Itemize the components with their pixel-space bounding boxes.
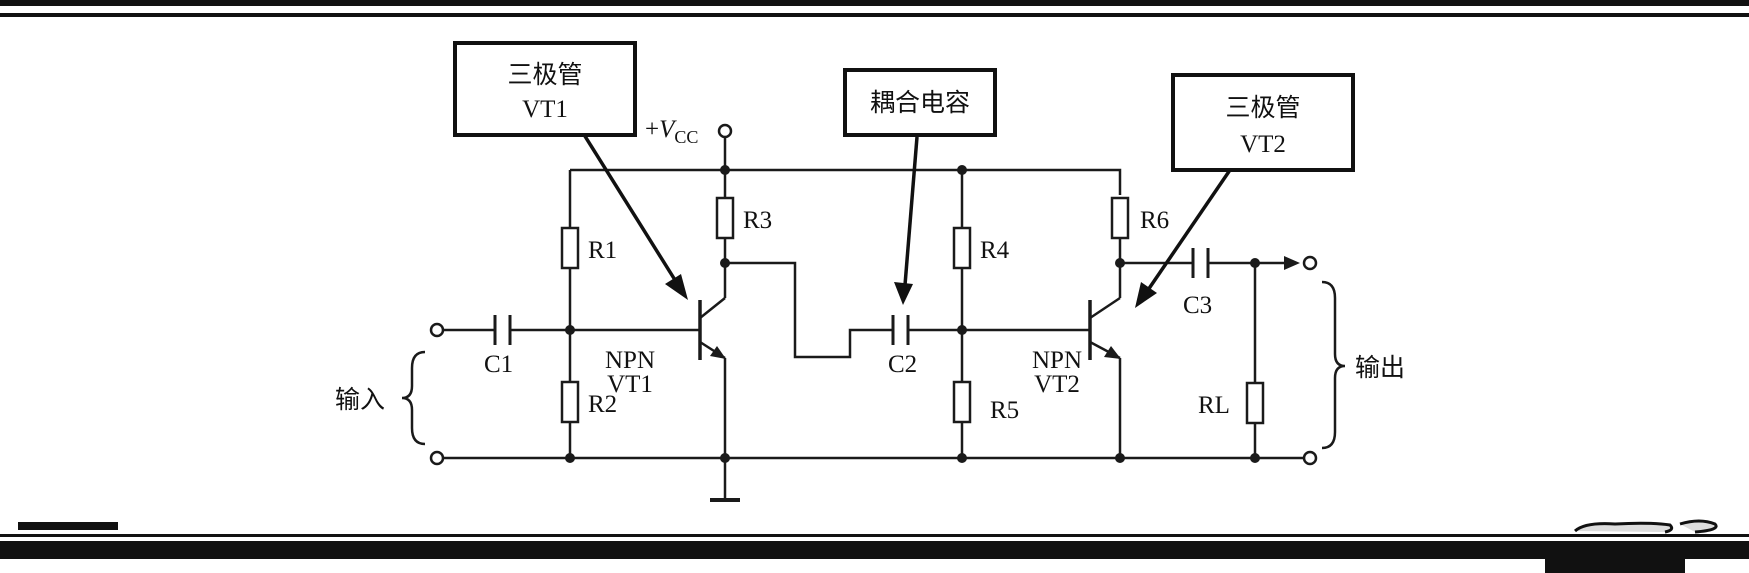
label-npn-vt1: NPN <box>605 347 655 374</box>
top-rule-thin <box>0 13 1749 17</box>
terminals <box>429 123 1318 466</box>
resistors <box>560 196 1265 425</box>
callout-coupling-text: 耦合电容 <box>870 88 970 117</box>
resistor-r3 <box>715 196 735 240</box>
label-c3: C3 <box>1183 292 1212 319</box>
vcc-label: +VCC <box>645 116 698 147</box>
junction <box>1250 258 1260 268</box>
label-vt2: VT2 <box>1034 371 1080 398</box>
junction <box>1115 258 1125 268</box>
bottom-right-block <box>1545 559 1685 573</box>
input-brace <box>401 350 426 446</box>
component-labels: R1 R2 R3 R4 R5 R6 RL C1 C2 C3 NPN VT1 NP… <box>335 207 1405 424</box>
resistor-r6 <box>1110 196 1130 240</box>
pointer-vt2-head <box>1135 282 1157 308</box>
resistor-r1 <box>560 226 580 270</box>
emitter-arrow-vt1 <box>710 346 726 359</box>
junction <box>1115 453 1125 463</box>
label-r2: R2 <box>588 391 617 418</box>
label-r3: R3 <box>743 207 772 234</box>
bottom-left-mark <box>18 522 118 530</box>
transistor-vt2 <box>1088 296 1121 360</box>
label-r1: R1 <box>588 237 617 264</box>
label-c2: C2 <box>888 351 917 378</box>
resistor-r4 <box>952 226 972 270</box>
capacitor-c3 <box>1191 248 1210 278</box>
output-terminal-top <box>1302 255 1318 271</box>
junction <box>1250 453 1260 463</box>
output-brace <box>1321 280 1346 450</box>
label-output: 输出 <box>1355 353 1405 382</box>
junction <box>957 453 967 463</box>
vcc-terminal <box>717 123 733 139</box>
junctions <box>565 165 1260 463</box>
junction <box>565 453 575 463</box>
transistor-vt1 <box>698 297 726 360</box>
callout-vt2-line1: 三极管 <box>1225 93 1300 122</box>
callout-pointers <box>576 124 1232 308</box>
callout-vt2: 三极管 VT2 <box>1171 73 1355 172</box>
capacitors <box>493 248 1210 345</box>
pointer-vt1 <box>576 124 677 281</box>
callout-coupling: 耦合电容 <box>843 68 997 137</box>
output-arrow <box>1284 256 1300 270</box>
input-terminal-top <box>429 322 445 338</box>
label-r5: R5 <box>990 397 1019 424</box>
capacitor-c2 <box>891 315 910 345</box>
label-r6: R6 <box>1140 207 1169 234</box>
pointer-coupling-head <box>894 282 913 305</box>
label-input: 输入 <box>335 385 385 414</box>
junction <box>957 165 967 175</box>
bottom-rule-thick <box>0 541 1749 559</box>
callout-vt1: 三极管 VT1 <box>453 41 637 137</box>
pointer-vt1-head <box>665 274 688 300</box>
bottom-rule-thin <box>0 534 1749 537</box>
resistor-rl <box>1245 381 1265 425</box>
junction <box>957 325 967 335</box>
output-terminal-bottom <box>1302 450 1318 466</box>
callout-vt1-line1: 三极管 <box>507 60 582 89</box>
label-rl: RL <box>1198 392 1230 419</box>
junction <box>720 258 730 268</box>
pointer-vt2 <box>1146 169 1232 291</box>
junction <box>720 165 730 175</box>
emitter-arrow-vt2 <box>1104 346 1121 359</box>
corner-scribble <box>1573 519 1718 534</box>
top-rule-thick <box>0 0 1749 6</box>
callout-vt1-line2: VT1 <box>522 96 568 123</box>
label-vt1: VT1 <box>607 371 653 398</box>
junction <box>720 453 730 463</box>
resistor-r2 <box>560 380 580 424</box>
junction <box>565 325 575 335</box>
capacitor-c1 <box>493 315 512 345</box>
label-c1: C1 <box>484 351 513 378</box>
pointer-coupling <box>903 136 919 286</box>
input-terminal-bottom <box>429 450 445 466</box>
label-npn-vt2: NPN <box>1032 347 1082 374</box>
label-r4: R4 <box>980 237 1010 264</box>
resistor-r5 <box>952 380 972 424</box>
callout-vt2-line2: VT2 <box>1240 131 1286 158</box>
